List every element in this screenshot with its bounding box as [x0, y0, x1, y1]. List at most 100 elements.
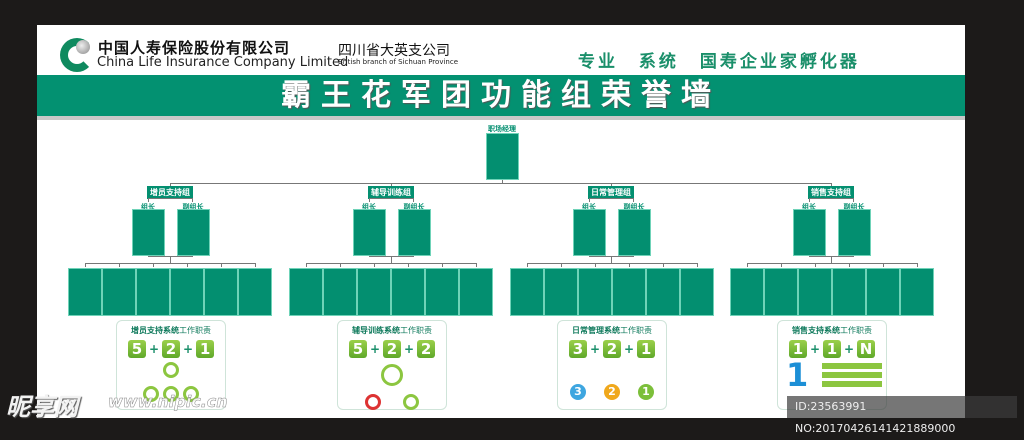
- connector: [148, 198, 193, 199]
- member-photo-box: [510, 268, 544, 316]
- card-title-rest: 工作职责: [840, 326, 872, 335]
- member-photo-box: [323, 268, 357, 316]
- formula: 5+2+2: [338, 340, 446, 358]
- member-photo-box: [544, 268, 578, 316]
- card-title: 辅导训练系统工作职责: [338, 325, 446, 336]
- circle-icon: [163, 362, 179, 378]
- group-label: 销售支持组: [808, 186, 854, 199]
- divider: [37, 116, 965, 120]
- connector: [442, 263, 443, 267]
- member-photo-box: [900, 268, 934, 316]
- connector: [170, 183, 831, 184]
- list-bar: [822, 372, 883, 378]
- card-title-bold: 辅导训练系统: [352, 326, 400, 335]
- plus-icon: +: [844, 342, 855, 356]
- connector: [629, 263, 630, 267]
- connector: [589, 198, 634, 199]
- card-title: 销售支持系统工作职责: [778, 325, 886, 336]
- formula-digit: N: [857, 340, 876, 358]
- plus-icon: +: [589, 342, 600, 356]
- member-photo-box: [646, 268, 680, 316]
- member-photo-box: [68, 268, 102, 316]
- formula-digit: 2: [162, 340, 180, 358]
- connector: [187, 263, 188, 267]
- leader-photo-box: [353, 209, 386, 256]
- deputy-photo-box: [618, 209, 651, 256]
- group-label: 日常管理组: [588, 186, 634, 199]
- formula-digit: 2: [383, 340, 401, 358]
- company-name-cn: 中国人寿保险股份有限公司: [98, 39, 291, 57]
- connector: [831, 256, 832, 264]
- formula: 3+2+1: [558, 340, 666, 358]
- number-badge: 3: [570, 384, 586, 400]
- deputy-label: 副组长: [843, 203, 865, 211]
- leader-label: 组长: [141, 203, 155, 211]
- branch-name-cn: 四川省大英支公司: [338, 43, 450, 59]
- connector: [527, 263, 698, 264]
- connector: [917, 263, 918, 267]
- connector: [476, 263, 477, 267]
- connector: [306, 263, 307, 267]
- plus-icon: +: [404, 342, 415, 356]
- big-number: 1: [786, 356, 809, 394]
- member-photo-box: [204, 268, 238, 316]
- connector: [595, 263, 596, 267]
- connector: [306, 263, 477, 264]
- card-title-rest: 工作职责: [179, 326, 211, 335]
- recycle-icon: [365, 394, 381, 410]
- card-title: 增员支持系统工作职责: [117, 325, 225, 336]
- card-title-rest: 工作职责: [620, 326, 652, 335]
- connector: [809, 198, 854, 199]
- circle-icon: [143, 386, 159, 402]
- list-bar: [822, 381, 883, 387]
- leader-photo-box: [573, 209, 606, 256]
- connector: [119, 263, 120, 267]
- connector: [589, 198, 590, 202]
- formula-digit: 1: [196, 340, 215, 358]
- member-photo-box: [357, 268, 391, 316]
- plus-icon: +: [809, 342, 820, 356]
- circle-icon: [163, 386, 179, 402]
- branch-name-en: British branch of Sichuan Province: [338, 58, 458, 66]
- member-photo-box: [238, 268, 272, 316]
- connector: [85, 263, 256, 264]
- plus-icon: +: [369, 342, 380, 356]
- deputy-photo-box: [398, 209, 431, 256]
- deputy-photo-box: [838, 209, 871, 256]
- connector: [413, 198, 414, 202]
- leader-label: 组长: [582, 203, 596, 211]
- connector: [853, 198, 854, 202]
- connector: [255, 263, 256, 267]
- page-title: 霸王花军团功能组荣誉墙: [281, 78, 721, 113]
- connector: [369, 198, 370, 202]
- connector: [809, 198, 810, 202]
- member-photo-box: [798, 268, 832, 316]
- manager-photo-box: [486, 133, 519, 180]
- member-photo-box: [730, 268, 764, 316]
- connector: [192, 198, 193, 202]
- member-photo-box: [764, 268, 798, 316]
- card-title-bold: 日常管理系统: [572, 326, 620, 335]
- connector: [697, 263, 698, 267]
- connector: [611, 256, 612, 264]
- connector: [831, 183, 832, 187]
- card-title: 日常管理系统工作职责: [558, 325, 666, 336]
- member-photo-box: [578, 268, 612, 316]
- formula-digit: 2: [603, 340, 621, 358]
- leader-label: 组长: [362, 203, 376, 211]
- logo-dot-icon: [76, 40, 90, 54]
- member-photo-box: [832, 268, 866, 316]
- connector: [170, 256, 171, 264]
- leader-photo-box: [793, 209, 826, 256]
- member-photo-box: [680, 268, 714, 316]
- plus-icon: +: [183, 342, 194, 356]
- formula: 5+2+1: [117, 340, 225, 358]
- member-photo-box: [612, 268, 646, 316]
- member-photo-box: [136, 268, 170, 316]
- connector: [221, 263, 222, 267]
- connector: [815, 263, 816, 267]
- number-badge: 2: [604, 384, 620, 400]
- member-photo-box: [391, 268, 425, 316]
